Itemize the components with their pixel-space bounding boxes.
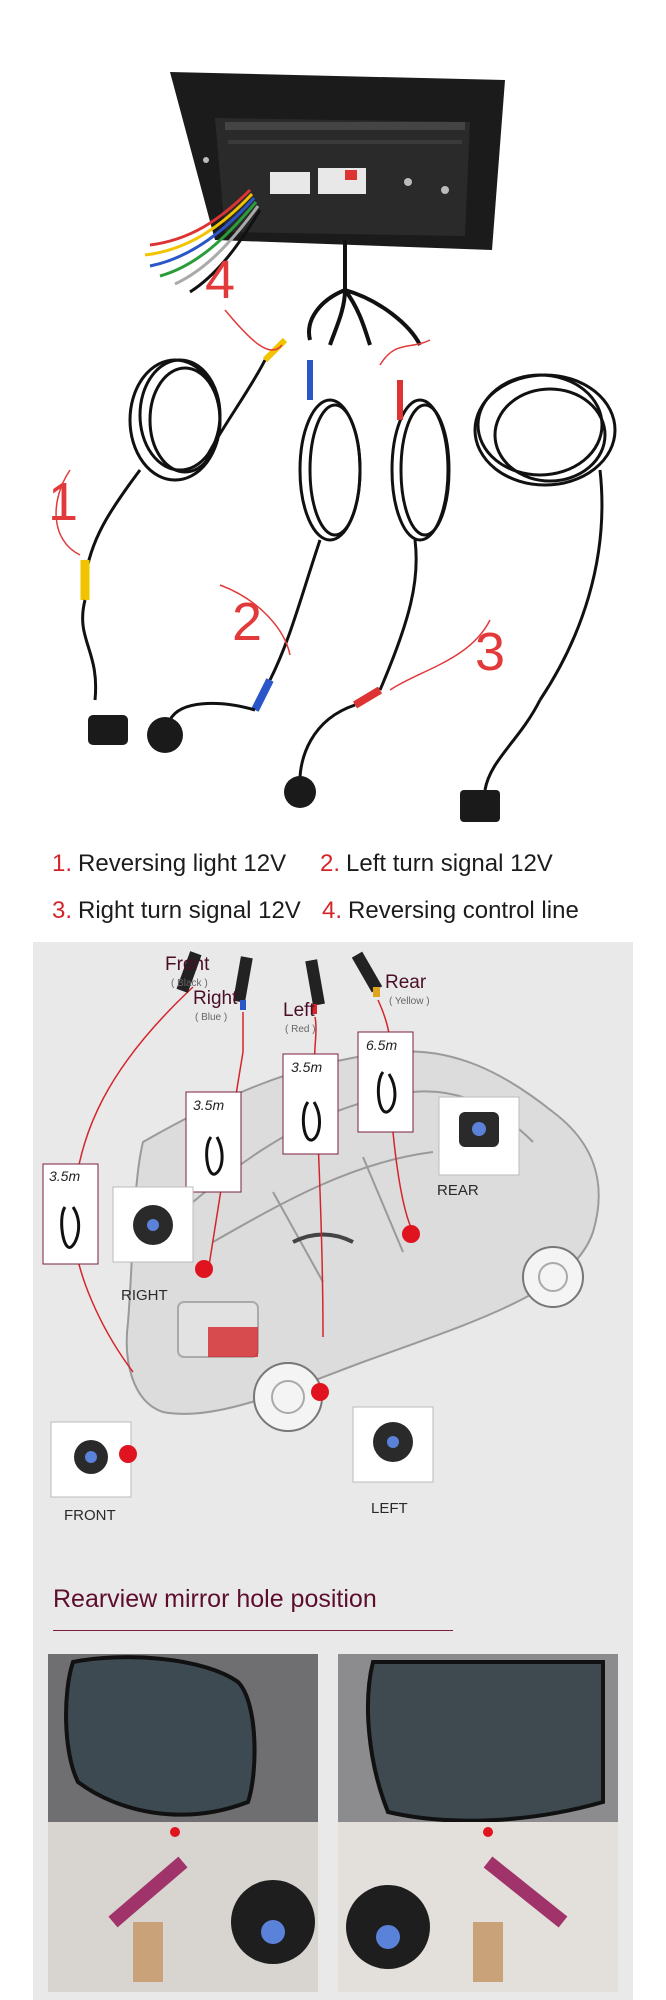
legend-item-reversing-light: 1.Reversing light 12V (52, 850, 287, 877)
connector-right-label: Right (193, 988, 238, 1009)
legend-row: 1.Reversing light 12V 2.Left turn signal… (52, 850, 553, 878)
camera-placement-diagram: Front ( Black ) Right ( Blue ) Left ( Re… (33, 942, 633, 2000)
connector-rear-color: ( Yellow ) (389, 996, 430, 1007)
mirror-section-title: Rearview mirror hole position (53, 1585, 377, 1613)
wiring-cameras (88, 715, 500, 822)
coil-blue (168, 360, 362, 721)
camera-4-icon (460, 790, 500, 822)
power-harness (144, 188, 262, 294)
coil-red (298, 380, 451, 781)
connector-left-label: Left (283, 1000, 315, 1021)
length-right: 3.5m (193, 1097, 225, 1113)
length-front: 3.5m (49, 1168, 81, 1184)
cable-coils (42, 1031, 414, 1265)
connector-rear-label: Rear (385, 972, 427, 993)
connector-front-label: Front (165, 954, 210, 975)
title-underline (53, 1630, 453, 1631)
camera-1-icon (88, 715, 128, 745)
legend-item-right-turn: 3.Right turn signal 12V (52, 897, 301, 924)
camera-label-front: FRONT (64, 1507, 116, 1524)
diagram-drawing (42, 951, 618, 1992)
diagram-cameras (50, 1096, 520, 1498)
connector-right-color: ( Blue ) (195, 1012, 228, 1023)
connector-left-color: ( Red ) (285, 1024, 316, 1035)
marker-4: 4 (205, 250, 235, 310)
camera-label-rear: REAR (437, 1182, 479, 1199)
connector-front-color: ( Black ) (171, 978, 208, 989)
camera-2-icon (147, 717, 183, 753)
camera-trunk (307, 240, 422, 346)
legend-row: 3.Right turn signal 12V 4.Reversing cont… (52, 897, 579, 925)
camera-label-right: RIGHT (121, 1287, 168, 1304)
coil-black (473, 373, 617, 791)
length-left: 3.5m (291, 1059, 323, 1075)
wiring-legend: 1.Reversing light 12V 2.Left turn signal… (0, 840, 666, 940)
annotation-lines (55, 309, 491, 691)
mirror-photos (48, 1654, 618, 1992)
camera-label-left: LEFT (371, 1500, 408, 1517)
wiring-illustration: 1 2 3 4 (48, 72, 617, 822)
length-rear: 6.5m (366, 1037, 398, 1053)
wiring-photo: 1 2 3 4 (0, 0, 666, 840)
camera-3-icon (284, 776, 316, 808)
marker-3: 3 (475, 622, 505, 682)
number-markers: 1 2 3 4 (48, 250, 505, 682)
marker-1: 1 (48, 472, 78, 532)
legend-item-left-turn: 2.Left turn signal 12V (320, 850, 553, 877)
marker-2: 2 (232, 592, 262, 652)
coil-yellow (80, 337, 288, 701)
mount-points (119, 1225, 420, 1463)
legend-item-reversing-control: 4.Reversing control line (322, 897, 579, 924)
connector-plugs (176, 951, 383, 1014)
